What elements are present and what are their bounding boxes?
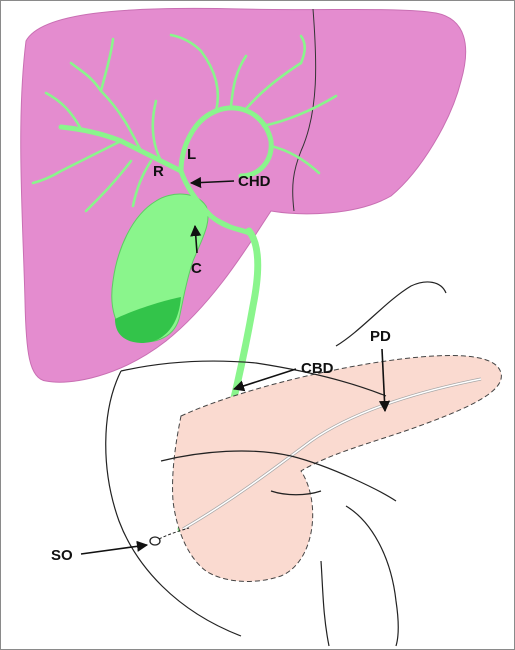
label-left-hepatic: L bbox=[187, 146, 196, 163]
c-arrow bbox=[190, 224, 202, 254]
pancreas-shape bbox=[172, 355, 502, 582]
left-branch-7 bbox=[229, 54, 248, 108]
right-branch-5 bbox=[131, 159, 153, 208]
label-cystic-duct: C bbox=[191, 260, 202, 277]
right-branch-6 bbox=[44, 91, 83, 131]
cbd-arrow bbox=[232, 368, 297, 392]
duodenum-loop bbox=[105, 370, 242, 637]
pancreas-region bbox=[105, 281, 502, 647]
lower-outline bbox=[345, 505, 399, 647]
label-common-hepatic-duct: CHD bbox=[238, 173, 271, 190]
right-branch-2 bbox=[31, 139, 123, 185]
annotation-arrows bbox=[80, 176, 391, 555]
left-branch-1 bbox=[199, 49, 220, 113]
left-branch-6 bbox=[169, 33, 203, 53]
chd-arrow bbox=[189, 176, 235, 189]
liver-fissure bbox=[292, 8, 317, 212]
labels: R L CHD C CBD PD SO bbox=[51, 146, 391, 564]
pancreatic-duct-inner bbox=[182, 378, 482, 530]
left-branch-4 bbox=[269, 144, 321, 175]
ampulla-dash bbox=[158, 527, 190, 540]
left-hepatic-duct bbox=[178, 105, 274, 179]
right-branch-3 bbox=[99, 37, 115, 93]
gallbladder-fundus bbox=[115, 297, 181, 343]
duodenum-inner bbox=[160, 450, 397, 502]
cystic-duct bbox=[189, 199, 235, 229]
bottom-outline bbox=[270, 490, 322, 496]
left-branch-3 bbox=[261, 94, 338, 128]
liver bbox=[20, 7, 467, 383]
duodenum-outline bbox=[120, 360, 387, 397]
label-sphincter-of-oddi: SO bbox=[51, 547, 73, 564]
gallbladder bbox=[111, 193, 209, 343]
gallbladder-body bbox=[111, 193, 209, 343]
liver-shape bbox=[20, 7, 467, 383]
so-arrow bbox=[80, 540, 149, 555]
right-branch-4 bbox=[84, 159, 133, 213]
label-common-bile-duct: CBD bbox=[301, 360, 334, 377]
label-pancreatic-duct: PD bbox=[370, 328, 391, 345]
left-branch-5 bbox=[299, 34, 307, 65]
right-branch-7 bbox=[151, 99, 163, 163]
lower-outline-2 bbox=[320, 560, 330, 647]
label-right-hepatic: R bbox=[153, 163, 164, 180]
pd-arrow bbox=[378, 348, 391, 413]
stomach-outline bbox=[335, 281, 447, 347]
left-branch-2 bbox=[244, 61, 303, 111]
sphincter-of-oddi bbox=[149, 536, 161, 546]
